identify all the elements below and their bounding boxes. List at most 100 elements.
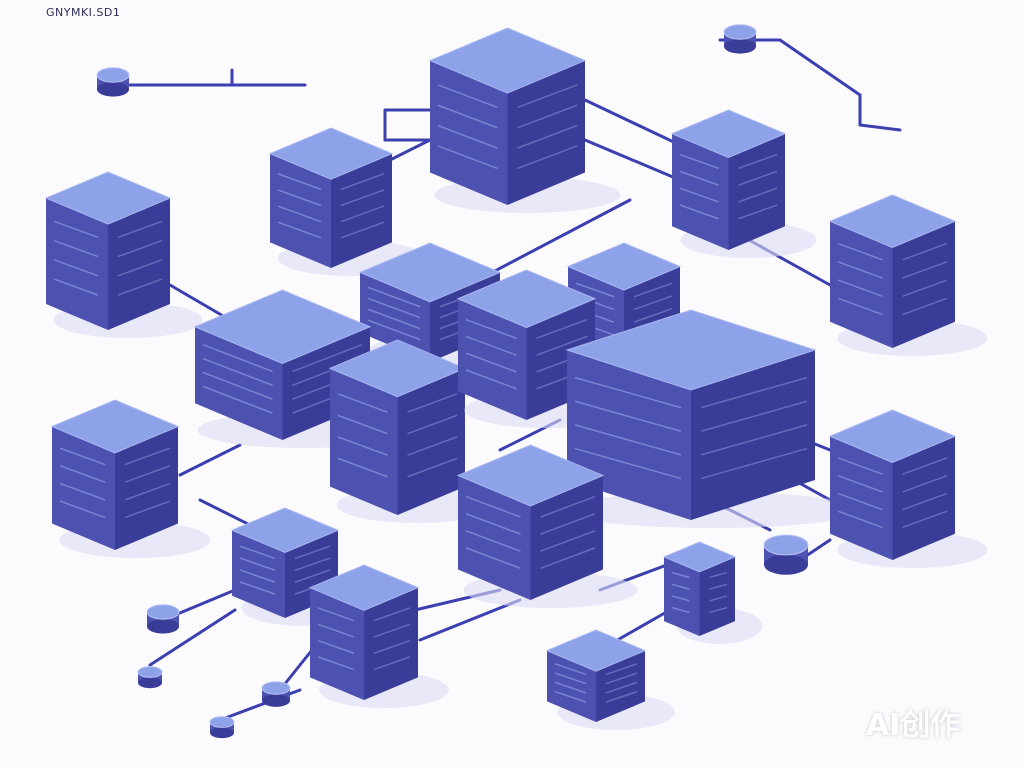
label-line [317, 623, 355, 638]
label-line [202, 371, 273, 400]
label-line [574, 400, 682, 432]
label-line [117, 220, 163, 239]
cylinder-top [723, 24, 757, 40]
right-face [892, 436, 955, 560]
label-line [294, 569, 331, 583]
label-line [202, 343, 273, 373]
top-face [565, 309, 817, 391]
connector-line [583, 138, 682, 182]
label-line [837, 510, 883, 529]
label-line [709, 595, 728, 602]
label-line [517, 145, 578, 170]
label-line [317, 656, 355, 671]
label-line [59, 447, 106, 466]
label-line [536, 318, 588, 340]
label-line [465, 547, 521, 570]
label-line [902, 475, 948, 493]
top-face [50, 399, 180, 454]
label-line [633, 295, 673, 311]
cylinder-base [724, 39, 756, 54]
left-face [330, 368, 398, 515]
label-line [671, 571, 690, 579]
label-line [53, 259, 99, 277]
label-line [902, 510, 948, 529]
label-line [738, 170, 778, 186]
label-line [738, 204, 778, 220]
right-face [530, 475, 603, 600]
label-line [294, 557, 331, 572]
right-face [507, 60, 585, 205]
cylinder-top [763, 534, 809, 556]
label-line [574, 447, 682, 480]
cylinder-top [261, 681, 291, 695]
label-line [239, 569, 276, 583]
right-face [691, 350, 815, 520]
label-line [738, 153, 778, 169]
top-face [193, 289, 372, 365]
label-line [53, 239, 99, 258]
cylinder-top [209, 716, 235, 728]
left-face [46, 198, 108, 330]
label-line [554, 672, 587, 685]
connector-line [583, 98, 682, 147]
left-face [547, 650, 596, 722]
top-face [670, 109, 787, 159]
left-face [232, 530, 285, 618]
label-line [373, 607, 411, 622]
label-line [540, 530, 596, 552]
label-line [517, 124, 578, 149]
router-disc-icon [137, 666, 163, 689]
label-line [837, 242, 883, 261]
label-line [837, 457, 883, 475]
right-face [115, 426, 178, 550]
connector-line [778, 38, 862, 97]
top-face [662, 541, 737, 573]
label-line [124, 447, 171, 466]
connector-line [148, 608, 237, 667]
connector-line [168, 283, 232, 322]
right-face [699, 556, 735, 636]
label-line [367, 286, 421, 308]
label-line [709, 606, 728, 614]
left-face [270, 153, 331, 268]
label-line [437, 145, 498, 170]
label-line [340, 205, 385, 223]
router-disc-icon [146, 604, 180, 634]
label-line [574, 376, 682, 409]
label-line [277, 173, 322, 191]
top-face [456, 269, 597, 329]
label-line [837, 492, 883, 511]
label-line [202, 385, 273, 414]
label-line [671, 583, 690, 590]
label-line [59, 500, 106, 519]
label-line [53, 220, 99, 239]
left-face [195, 326, 283, 440]
label-line [407, 436, 458, 456]
cylinder-base [764, 554, 808, 575]
label-line [679, 204, 719, 220]
label-line [465, 369, 517, 390]
label-line [633, 282, 673, 298]
label-line [124, 500, 171, 519]
left-face [52, 426, 115, 550]
label-line [709, 571, 728, 579]
label-line [902, 297, 948, 316]
label-line [340, 173, 385, 191]
label-line [117, 278, 163, 296]
label-line [671, 595, 690, 602]
label-line [373, 656, 411, 671]
label-line [605, 672, 638, 685]
label-line [465, 495, 521, 518]
right-face [364, 587, 418, 700]
label-line [117, 239, 163, 258]
right-face [108, 198, 170, 330]
label-line [317, 639, 355, 654]
cylinder-top [146, 604, 180, 620]
label-line [700, 400, 808, 432]
label-line [367, 308, 421, 330]
cylinder-base [147, 619, 179, 634]
label-line [407, 457, 458, 478]
label-line [465, 318, 517, 340]
label-line [738, 187, 778, 203]
